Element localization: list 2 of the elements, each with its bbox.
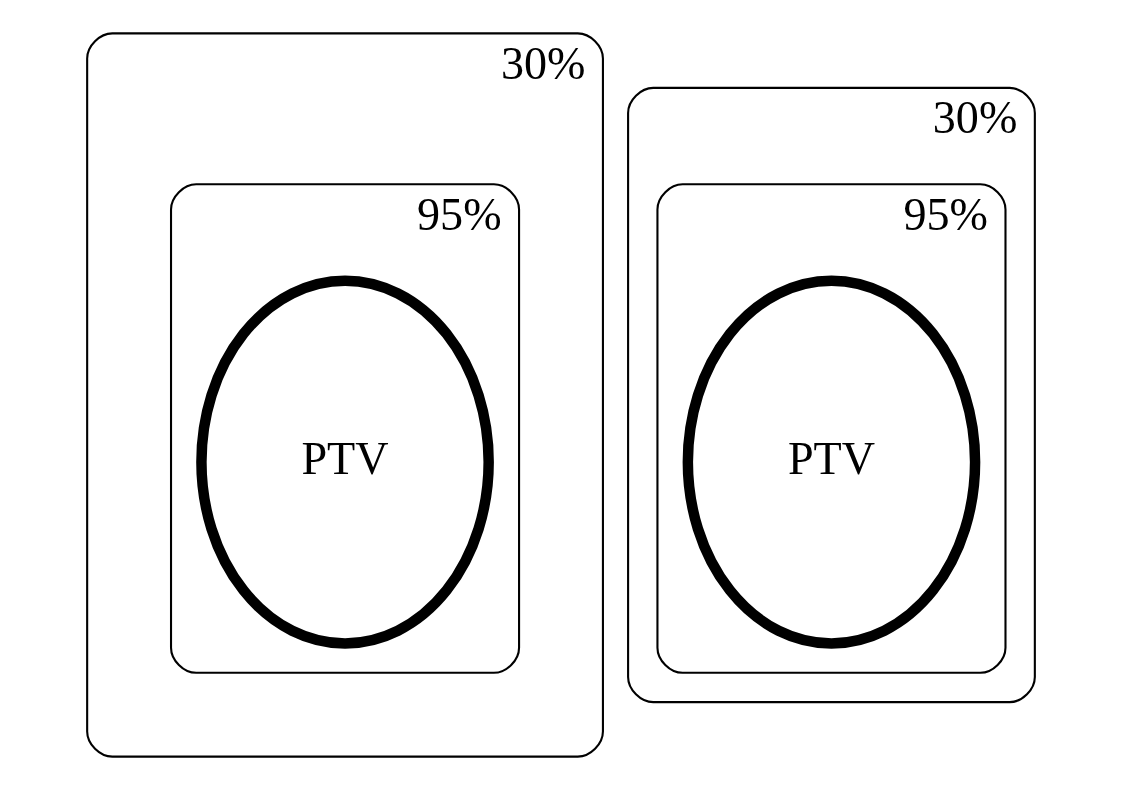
node-ellipse: PTV	[195, 275, 494, 649]
node-ellipse: PTV	[682, 275, 980, 649]
